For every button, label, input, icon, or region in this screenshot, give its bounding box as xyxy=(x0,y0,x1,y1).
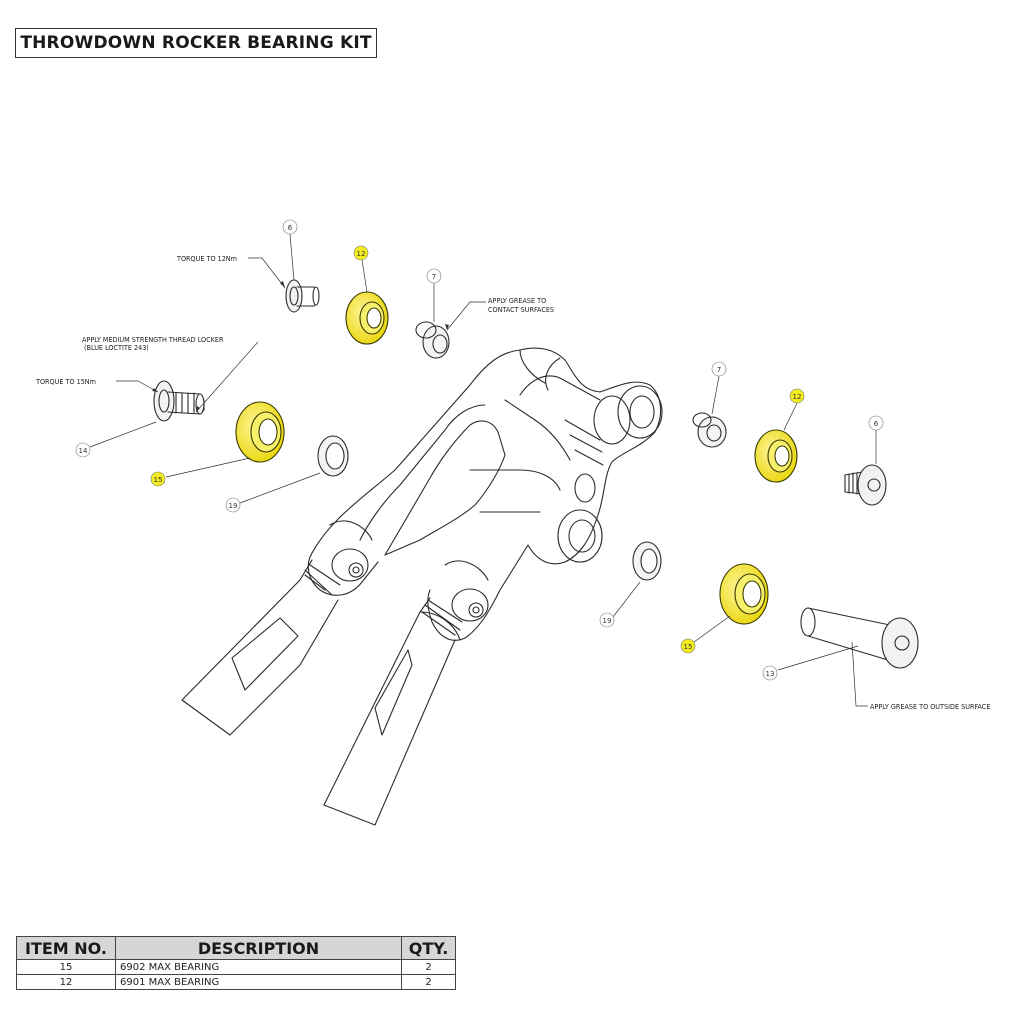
note-torque-12: TORQUE TO 12Nm xyxy=(176,254,237,263)
bom-cell-qty: 2 xyxy=(401,974,456,990)
svg-text:19: 19 xyxy=(603,617,612,625)
svg-text:19: 19 xyxy=(229,502,238,510)
balloon-19-right: 19 xyxy=(599,612,615,628)
bearing-item-12-left xyxy=(345,291,389,345)
washer-item-19-right xyxy=(632,541,662,581)
balloon-12-left: 12 xyxy=(353,245,369,261)
bom-header-qty: QTY. xyxy=(401,936,456,960)
svg-text:12: 12 xyxy=(793,393,802,401)
balloon-13: 13 xyxy=(762,665,778,681)
svg-text:15: 15 xyxy=(154,476,163,484)
note-grease-outside: APPLY GREASE TO OUTSIDE SURFACE xyxy=(870,702,990,711)
svg-text:13: 13 xyxy=(766,670,775,678)
leader-lines xyxy=(89,233,877,707)
bom-header-description: DESCRIPTION xyxy=(115,936,402,960)
item-balloons: 6 12 7 14 15 19 7 12 6 19 15 13 xyxy=(75,219,884,681)
leader-arrowheads xyxy=(152,281,449,412)
balloon-19-left: 19 xyxy=(225,497,241,513)
bolt-item-6-left xyxy=(285,279,320,313)
balloon-15-right: 15 xyxy=(680,638,696,654)
svg-text:14: 14 xyxy=(79,447,88,455)
annotations: TORQUE TO 12Nm APPLY MEDIUM STRENGTH THR… xyxy=(35,254,990,711)
bom-cell-qty: 2 xyxy=(401,959,456,975)
svg-text:7: 7 xyxy=(432,273,436,281)
bom-cell-item: 12 xyxy=(16,974,116,990)
balloon-7-left: 7 xyxy=(426,268,442,284)
balloon-7-right: 7 xyxy=(711,361,727,377)
bolt-item-6-right xyxy=(844,464,887,506)
bearing-item-15-left xyxy=(235,401,285,463)
bom-cell-description: 6902 MAX BEARING xyxy=(115,959,402,975)
svg-text:7: 7 xyxy=(717,366,721,374)
balloon-6-right: 6 xyxy=(868,415,884,431)
table-row: 12 6901 MAX BEARING 2 xyxy=(16,974,456,990)
bom-header-item: ITEM NO. xyxy=(16,936,116,960)
svg-text:6: 6 xyxy=(874,420,879,428)
bearing-item-12-right xyxy=(754,429,798,483)
bom-cell-item: 15 xyxy=(16,959,116,975)
bill-of-materials-table: ITEM NO. DESCRIPTION QTY. 15 6902 MAX BE… xyxy=(16,936,456,990)
balloon-14: 14 xyxy=(75,442,91,458)
balloon-6-left: 6 xyxy=(282,219,298,235)
table-row: 15 6902 MAX BEARING 2 xyxy=(16,959,456,975)
note-thread-locker-line2: (BLUE LOCTITE 243) xyxy=(84,343,149,352)
svg-text:6: 6 xyxy=(288,224,293,232)
balloon-12-right: 12 xyxy=(789,388,805,404)
spacer-item-7-right xyxy=(692,412,727,448)
seat-stays xyxy=(181,559,463,826)
page-title: THROWDOWN ROCKER BEARING KIT xyxy=(15,28,377,58)
bearing-item-15-right xyxy=(719,563,769,625)
bom-header-row: ITEM NO. DESCRIPTION QTY. xyxy=(16,936,456,960)
svg-text:12: 12 xyxy=(357,250,366,258)
washer-item-19-left xyxy=(317,435,349,477)
bom-cell-description: 6901 MAX BEARING xyxy=(115,974,402,990)
spacer-item-7-left xyxy=(415,321,450,359)
note-thread-locker-line1: APPLY MEDIUM STRENGTH THREAD LOCKER xyxy=(82,335,224,344)
bolt-item-14 xyxy=(153,380,205,422)
note-grease-contact-line1: APPLY GREASE TO xyxy=(488,296,546,305)
balloon-15-left: 15 xyxy=(150,471,166,487)
rocker-link xyxy=(307,347,663,641)
note-grease-contact-line2: CONTACT SURFACES xyxy=(488,305,554,314)
note-torque-15: TORQUE TO 15Nm xyxy=(35,377,96,386)
svg-text:15: 15 xyxy=(684,643,693,651)
axle-item-13 xyxy=(800,607,919,669)
